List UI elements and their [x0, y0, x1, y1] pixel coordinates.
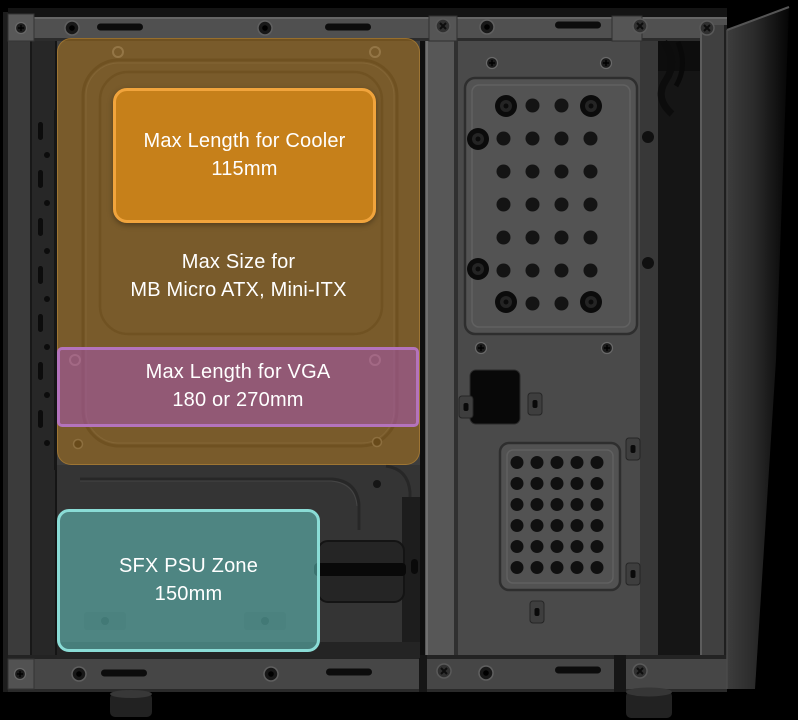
- cooler-length-zone: Max Length for Cooler 115mm: [113, 88, 376, 223]
- cooler-zone-label-line2: 115mm: [211, 157, 278, 180]
- vga-zone-label-line1: Max Length for VGA: [145, 361, 331, 384]
- vga-length-zone: Max Length for VGA 180 or 270mm: [57, 347, 419, 427]
- vga-zone-label-line2: 180 or 270mm: [172, 389, 304, 411]
- psu-zone-label-line2: 150mm: [154, 582, 223, 605]
- cooler-zone-label-line1: Max Length for Cooler: [143, 129, 346, 152]
- motherboard-zone-label-line1: Max Size for: [181, 251, 296, 273]
- motherboard-zone-label: Max Size for MB Micro ATX, Mini-ITX: [58, 249, 419, 304]
- psu-zone-label-line1: SFX PSU Zone: [118, 554, 259, 577]
- sfx-psu-zone: SFX PSU Zone 150mm: [57, 509, 320, 652]
- motherboard-zone-label-line2: MB Micro ATX, Mini-ITX: [130, 278, 347, 301]
